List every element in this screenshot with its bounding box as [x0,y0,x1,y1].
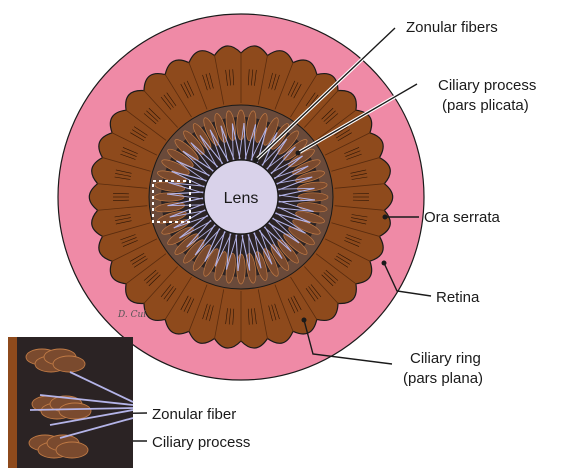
artist-signature: D. Cui [117,310,146,320]
inset-ciliary-process [53,356,85,372]
pars-plicata-label: (pars plicata) [442,97,529,114]
lens-label: Lens [224,190,259,207]
ora-serrata-label: Ora serrata [424,209,501,226]
inset-zonular-fiber-label: Zonular fiber [152,406,236,423]
inset-ciliary-process [56,442,88,458]
ciliary-process-label: Ciliary process [438,77,536,94]
pars-plana-label: (pars plana) [403,370,483,387]
inset-ciliary-process [59,403,91,419]
inset-magnified-view [8,337,133,468]
inset-ciliary-process-label: Ciliary process [152,434,250,451]
ciliary-ring-label: Ciliary ring [410,350,481,367]
zonular-fibers-label: Zonular fibers [406,19,498,36]
retina-label: Retina [436,289,480,306]
